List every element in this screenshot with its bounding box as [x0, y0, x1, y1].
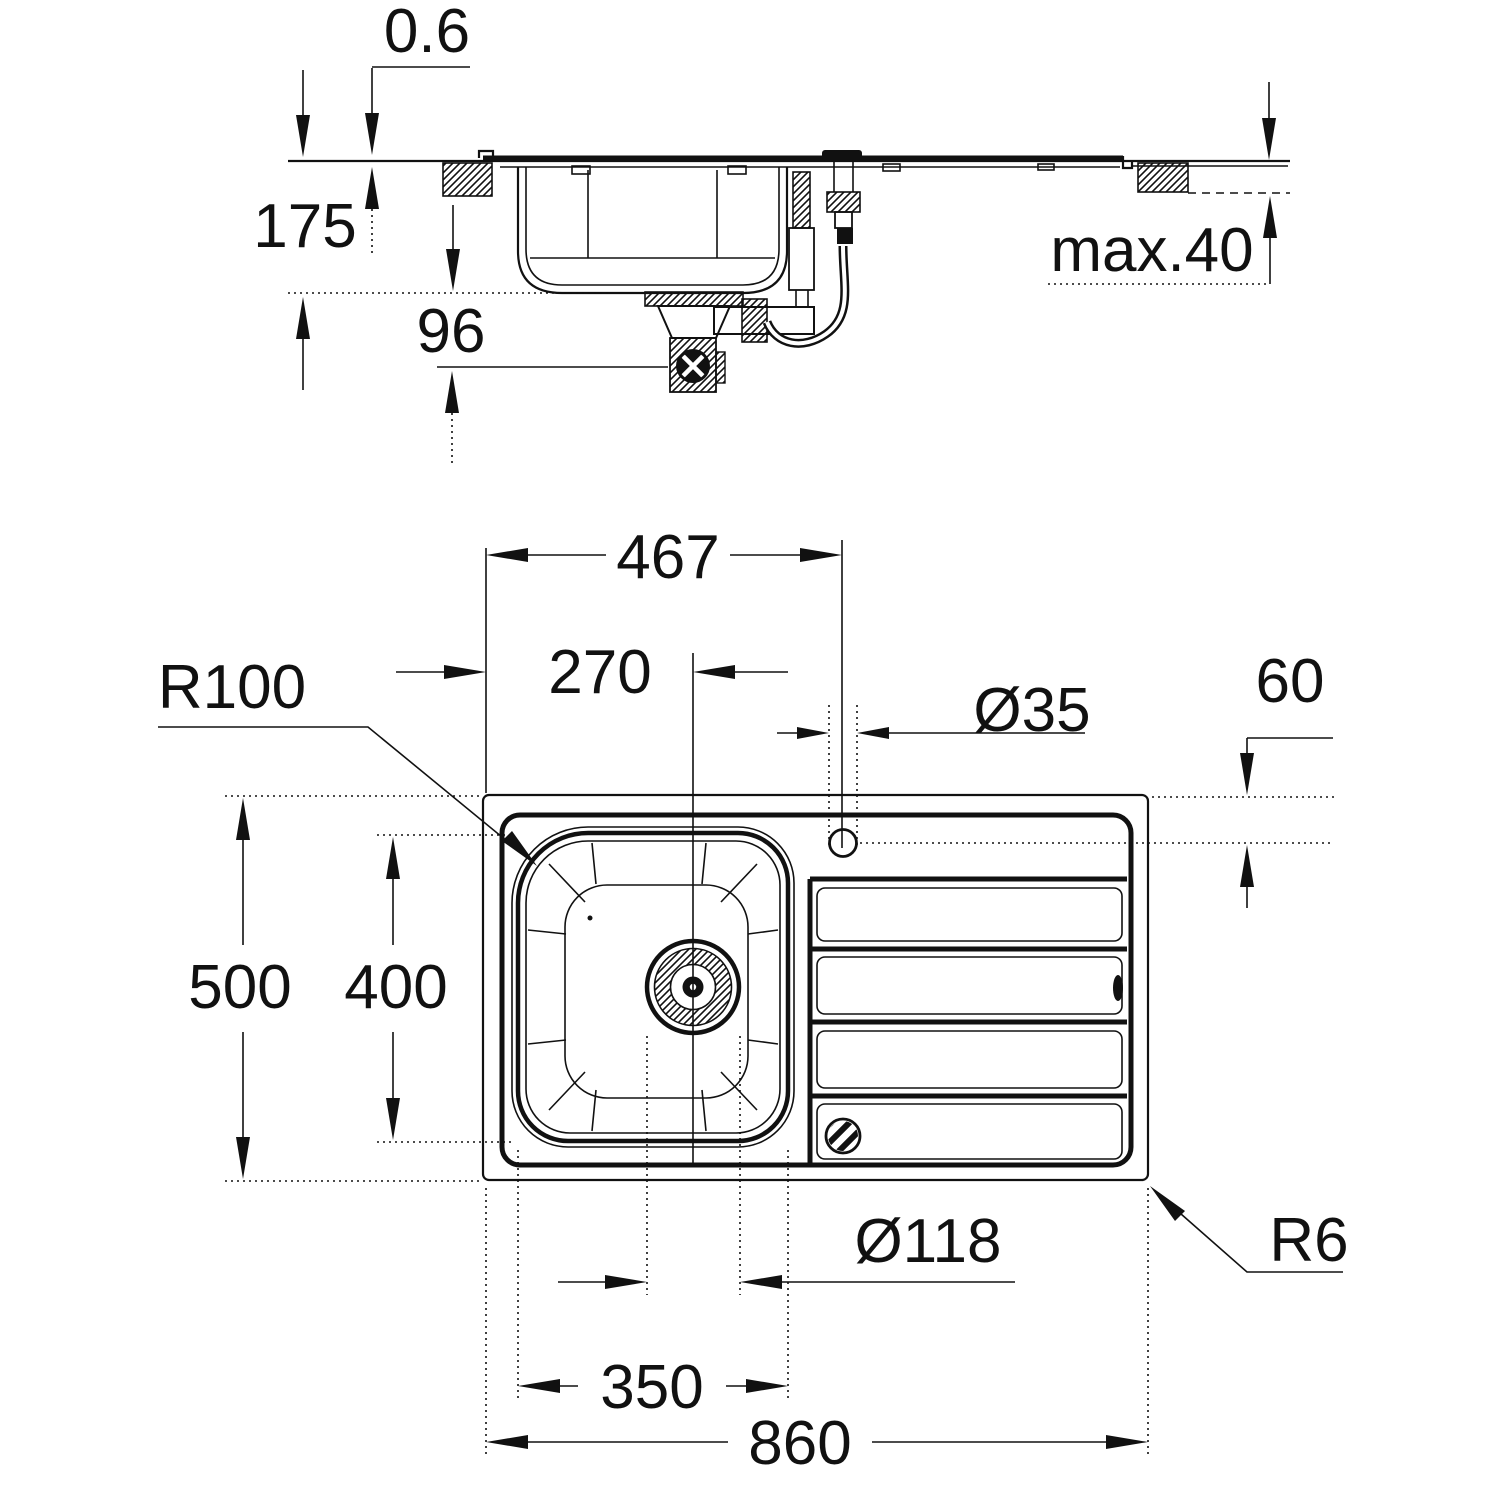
faucet-from-left-label: 467: [616, 523, 719, 592]
bowl-radius-label: R100: [158, 653, 306, 722]
dim-faucet-from-top: 60: [1240, 647, 1333, 908]
drainboard-panel: [816, 1030, 1123, 1089]
bowl-center-from-left-label: 270: [548, 638, 651, 707]
ext-drain-dia: [646, 1036, 741, 1295]
pipe-coupling-nut: [741, 298, 768, 343]
drainboard-grooves: [810, 876, 1127, 1099]
bowl-wall-division-lines: [527, 842, 779, 1132]
drainboard-outlet-mark: [1113, 975, 1123, 1001]
screw-hole-hatch: [828, 1121, 858, 1151]
overflow-tube: [792, 171, 811, 229]
dim-bowl-length: 400: [344, 837, 448, 1140]
rim-clip-icon: [882, 163, 901, 172]
rim-clip-icon: [727, 165, 747, 175]
rim-left-edge-bump: [477, 149, 495, 158]
drain-flange-hatch: [644, 291, 744, 307]
flexible-hose-inner: [765, 245, 847, 346]
bowl-back-wall-lines: [530, 170, 775, 259]
countertop-section-left-hatch: [442, 162, 493, 197]
bowl-width-label: 350: [600, 1353, 703, 1422]
drainboard-panel: [816, 956, 1123, 1015]
ext-bowl-length: [377, 834, 512, 1143]
trap-height-label: 96: [417, 297, 486, 366]
dim-drain-dia: Ø118: [558, 1207, 1015, 1289]
leader-line: [158, 726, 531, 861]
trap-screw-slots: [679, 352, 707, 380]
countertop-section-right-hatch: [1137, 162, 1189, 193]
outer-corner-radius-label: R6: [1269, 1206, 1348, 1275]
bowl-outer-wall-section: [516, 167, 789, 295]
rim-clip-icon: [571, 165, 591, 175]
sink-rim-inner-outline: [499, 812, 1134, 1168]
drain-trap-tab: [715, 351, 726, 384]
dim-bowl-center-from-left: 270: [396, 638, 788, 707]
sink-outer-outline: [481, 793, 1150, 1182]
faucet-hole-dia-label: Ø35: [973, 676, 1090, 745]
plan-view: 467 270 R100 Ø35 60: [158, 523, 1349, 1478]
strainer-hatch-ring: [654, 948, 732, 1026]
bowl-main-contour: [515, 830, 791, 1144]
overflow-body: [788, 227, 815, 291]
dim-faucet-from-left: 467: [486, 523, 842, 592]
bowl-rim-outer-contour: [511, 826, 795, 1148]
faucet-hose-connector: [834, 211, 853, 229]
dim-sheet-thickness: 0.6: [365, 0, 470, 256]
overflow-outlet-lines: [795, 290, 809, 307]
dim-bowl-depth: 175: [253, 70, 357, 390]
bowl-length-label: 400: [344, 953, 447, 1022]
sheet-thickness-label: 0.6: [384, 0, 470, 66]
bowl-inner-wall-section: [525, 167, 780, 286]
ext-faucet-hole-dia: [828, 705, 858, 848]
faucet-from-top-label: 60: [1256, 647, 1325, 716]
bowl-surface-dot: [587, 915, 593, 921]
dim-overall-depth: 500: [188, 798, 292, 1179]
overall-depth-label: 500: [188, 953, 291, 1022]
drain-dia-label: Ø118: [854, 1207, 1001, 1276]
faucet-hose-nipple: [837, 228, 853, 244]
dim-bowl-width: 350: [518, 1353, 788, 1422]
leader-bowl-radius: R100: [158, 653, 537, 866]
leader-line: [1155, 1191, 1343, 1273]
rim-clip-icon: [1037, 163, 1055, 171]
overall-width-label: 860: [748, 1409, 851, 1478]
leader-outer-corner-radius: R6: [1150, 1186, 1349, 1275]
rim-right-edge-step: [1121, 156, 1134, 170]
bowl-depth-label: 175: [253, 192, 356, 261]
faucet-shank-lines: [833, 161, 854, 192]
faucet-hole: [828, 828, 858, 858]
drainboard-panel: [816, 1103, 1123, 1160]
bowl-bottom-contour: [564, 884, 749, 1099]
dim-faucet-hole-dia: Ø35: [777, 676, 1091, 745]
drainboard: [807, 876, 1127, 1163]
faucet-escutcheon: [822, 150, 862, 161]
ext-overall-depth: [225, 795, 483, 1182]
side-section-view: 0.6 175 96 max.40: [253, 0, 1290, 465]
dim-max-counter-thickness: max.40: [1048, 82, 1277, 285]
faucet-fixing-nut: [826, 191, 861, 213]
bowl-inner-contour: [525, 840, 781, 1134]
max-counter-label: max.40: [1050, 216, 1253, 285]
drainboard-screw-hole: [824, 1117, 862, 1155]
dim-trap-height: 96: [417, 205, 668, 465]
dim-overall-width: 860: [486, 1409, 1148, 1478]
drainboard-panel: [816, 887, 1123, 942]
